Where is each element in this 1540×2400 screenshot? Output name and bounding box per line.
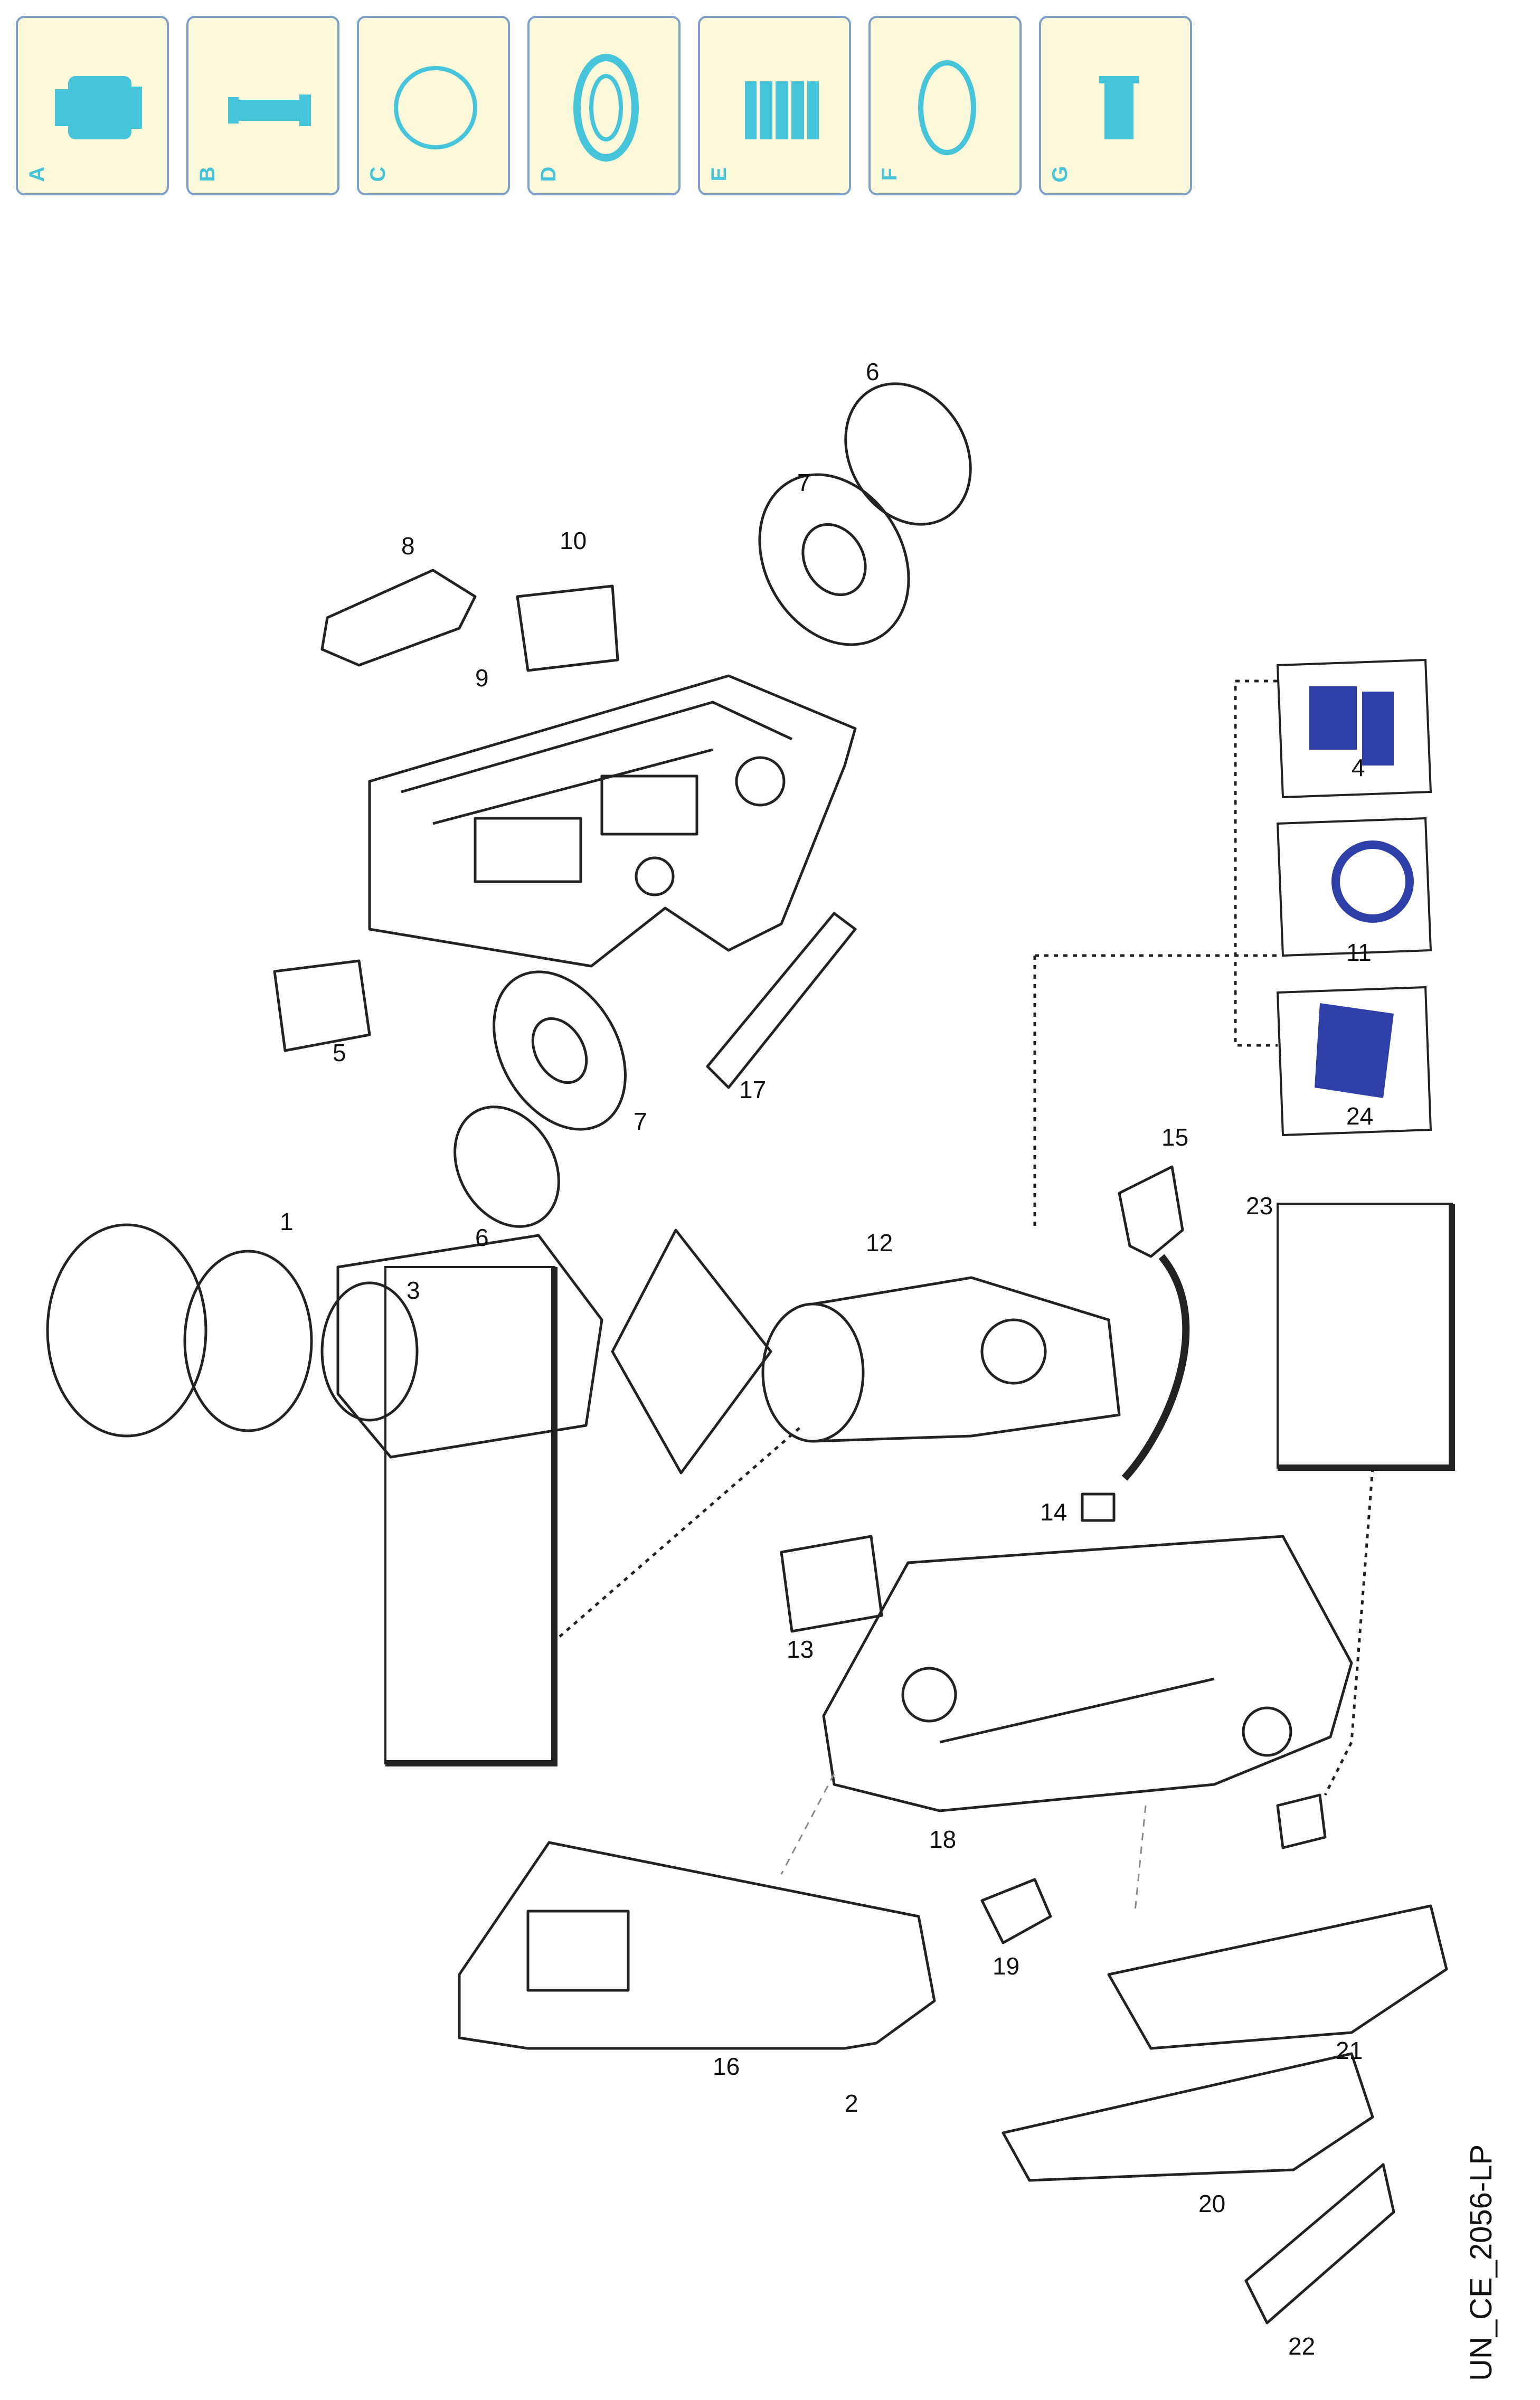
part-switch-13[interactable] [780,1535,883,1633]
sticker-24[interactable] [1276,986,1432,1137]
callout-14: 14 [1040,1498,1067,1526]
part-motor-12[interactable] [761,1276,1121,1443]
part-handle-2[interactable] [458,1841,936,2050]
part-panel-20[interactable] [1002,2052,1374,2182]
callout-24: 24 [1346,1102,1373,1130]
tab-e[interactable]: E [698,16,851,195]
sticker-11[interactable] [1276,817,1432,957]
callout-9: 9 [475,664,489,692]
tab-b[interactable]: B [186,16,339,195]
part-grip-22[interactable] [1244,2163,1395,2325]
part-strip-17[interactable] [706,912,857,1089]
part-nozzle-bottom[interactable] [1276,1793,1327,1849]
callout-10: 10 [560,527,587,554]
callout-3: 3 [407,1277,420,1304]
callout-17: 17 [739,1076,766,1103]
box-suppressor-3[interactable] [384,1266,555,1764]
callout-1: 1 [280,1208,294,1235]
part-cover-1[interactable] [46,1223,207,1438]
callout-21: 21 [1336,2037,1363,2064]
part-plate[interactable] [611,1229,772,1475]
bellows-icon [745,81,819,139]
tab-c[interactable]: C [357,16,510,195]
tab-d[interactable]: D [527,16,681,195]
callout-7b: 7 [634,1108,647,1135]
callout-13: 13 [787,1636,814,1663]
callout-16: 16 [713,2053,740,2080]
callout-18: 18 [929,1826,956,1853]
tab-g[interactable]: G [1039,16,1192,195]
box-connector-23[interactable] [1277,1203,1453,1469]
callout-12: 12 [866,1229,893,1256]
diagram-code: UN_CE_2056-LP [1462,2101,1499,2386]
seal-icon [573,54,639,162]
tab-f[interactable]: F [868,16,1022,195]
callout-6b: 6 [475,1224,489,1251]
part-housing-bottom-18[interactable] [822,1535,1353,1812]
callout-8: 8 [401,532,415,560]
part-housing-top[interactable] [368,674,857,968]
callout-11: 11 [1346,939,1372,966]
cap-icon [1099,76,1139,139]
callout-6a: 6 [866,358,880,385]
coupling-icon [55,76,142,139]
svg-text:UN_CE_2056-LP: UN_CE_2056-LP [1464,2144,1498,2381]
callouts: 1 2 3 4 5 6 6 7 7 8 9 10 11 12 13 14 15 … [280,358,1373,2360]
part-hubcap-6-bottom[interactable] [434,1088,580,1245]
part-wheel-7-bottom[interactable] [467,948,653,1152]
callout-15: 15 [1161,1123,1188,1151]
ring-icon [394,66,477,149]
part-clip-14[interactable] [1081,1492,1116,1522]
part-hubcap-6-top[interactable] [821,361,996,547]
part-knob-19[interactable] [980,1878,1052,1944]
part-block-10[interactable] [516,584,619,672]
callout-23: 23 [1246,1192,1273,1220]
tab-a[interactable]: A [16,16,169,195]
callout-20: 20 [1198,2190,1225,2217]
callout-5: 5 [333,1039,346,1066]
callout-2: 2 [845,2090,858,2117]
shaft-icon [228,95,311,126]
callout-19: 19 [993,1952,1019,1980]
part-wheel-7-top[interactable] [730,448,938,672]
part-tank-1[interactable] [336,1234,603,1459]
oring-icon [918,60,976,155]
part-handle-clip[interactable] [320,569,477,667]
callout-22: 22 [1288,2332,1315,2360]
callout-4: 4 [1352,754,1365,781]
part-cover-21[interactable] [1107,1904,1448,2050]
callout-7a: 7 [797,469,811,496]
part-foot-5[interactable] [273,959,371,1052]
part-plug-15[interactable] [1118,1165,1184,1258]
sticker-4[interactable] [1276,658,1432,799]
